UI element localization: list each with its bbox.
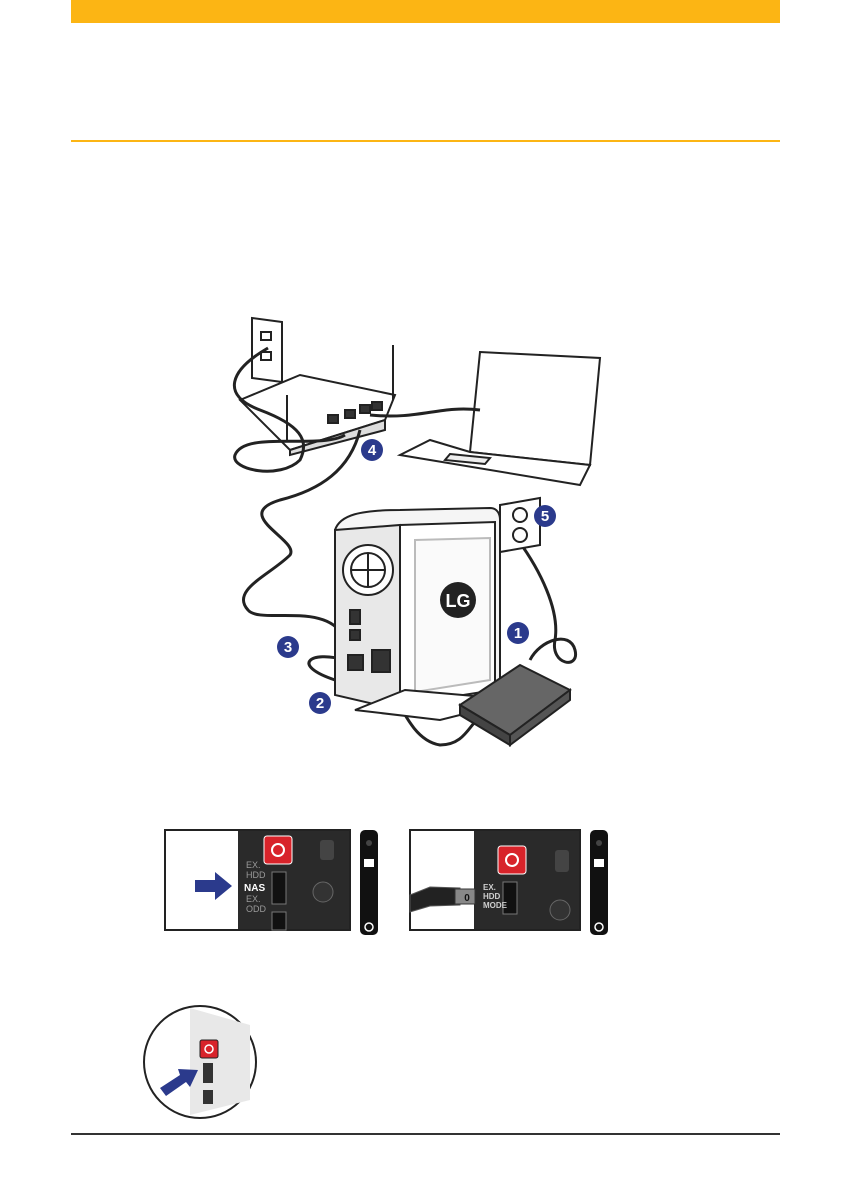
- label-nas: NAS: [244, 883, 265, 894]
- svg-text:ODD: ODD: [246, 904, 267, 914]
- callout-5: 5: [541, 508, 549, 525]
- power-button-zoom: [144, 1006, 256, 1118]
- callout-2: 2: [316, 695, 324, 712]
- svg-text:HDD: HDD: [246, 870, 266, 880]
- callout-3: 3: [284, 639, 292, 656]
- svg-text:HDD: HDD: [483, 892, 501, 901]
- svg-text:EX.: EX.: [246, 894, 261, 904]
- footer-rule: [71, 1133, 780, 1135]
- svg-text:EX.: EX.: [483, 883, 496, 892]
- wall-outlet-power: [500, 498, 540, 552]
- usb-plug-mark: 0: [464, 893, 470, 904]
- switch-panel-nas-mode: [165, 830, 378, 935]
- svg-text:MODE: MODE: [483, 901, 508, 910]
- device-logo: LG: [446, 591, 471, 611]
- callout-4: 4: [368, 442, 377, 459]
- label-ex-hdd: EX.: [246, 860, 261, 870]
- callout-1: 1: [514, 625, 522, 642]
- network-icon: [364, 859, 374, 867]
- switch-panel-hdd-mode: [410, 830, 608, 935]
- laptop: [400, 352, 600, 485]
